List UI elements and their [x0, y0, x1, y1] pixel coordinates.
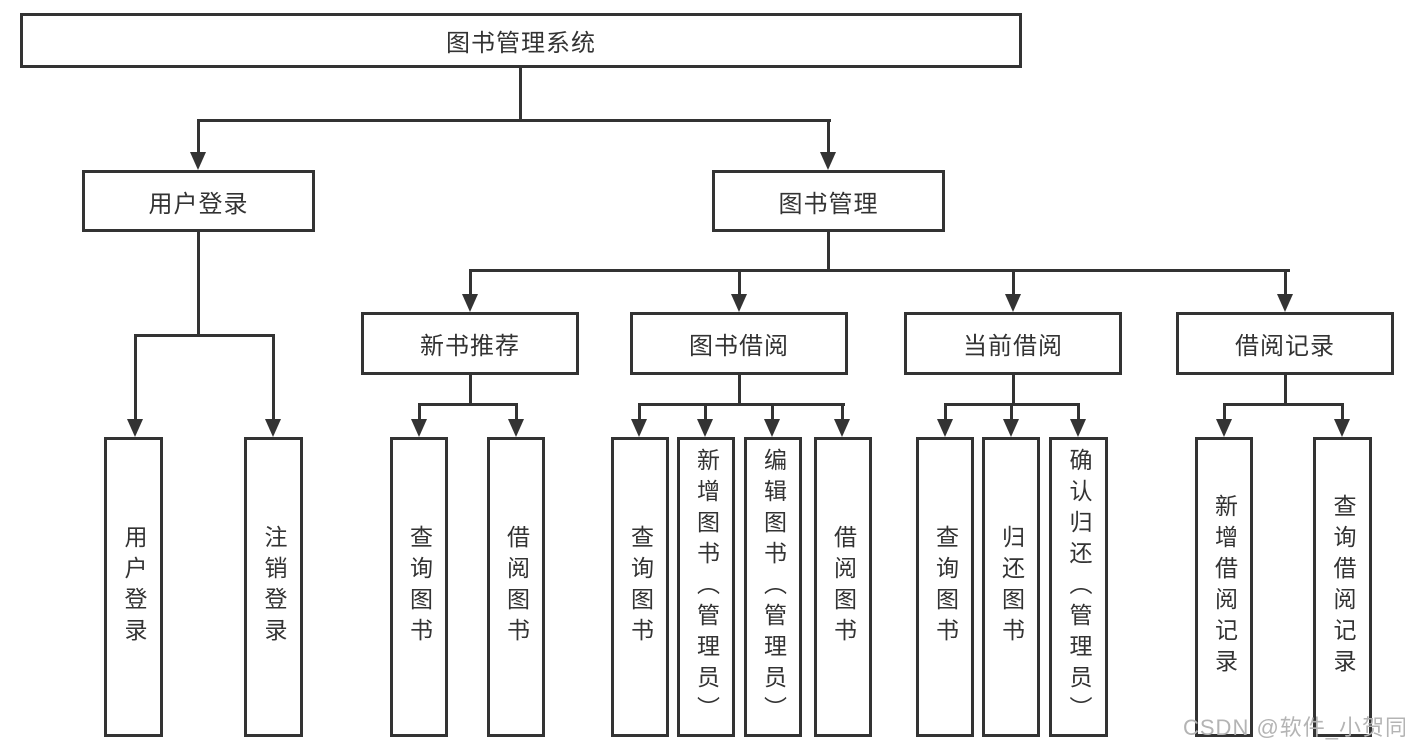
arrow-to-book-management	[820, 152, 836, 170]
leaf-bb-borrow-books: 借阅图书	[814, 437, 872, 737]
leaf-br-add-record: 新增借阅记录	[1195, 437, 1253, 737]
leaf-bb-add-books: 新增图书（管理员）	[677, 437, 735, 737]
node-book-management: 图书管理	[712, 170, 945, 232]
arrow-to-borrow-records	[1277, 294, 1293, 312]
connector-cb-stem-1	[944, 403, 947, 421]
arrow-to-user-login	[190, 152, 206, 170]
arrow-to-new-book-recommend	[462, 294, 478, 312]
connector-br-split	[1223, 403, 1344, 406]
node-user-login: 用户登录	[82, 170, 315, 232]
connector-bb-stem-1	[638, 403, 641, 421]
leaf-logout: 注销登录	[244, 437, 303, 737]
connector-book-management-split	[469, 269, 1290, 272]
connector-bb-split	[638, 403, 845, 406]
connector-bb-stem-2	[704, 403, 707, 421]
leaf-nb-query-books: 查询图书	[390, 437, 448, 737]
arrow-to-cb-confirm-return	[1070, 419, 1086, 437]
connector-to-current-borrow-stem	[1012, 269, 1015, 297]
connector-to-leaf-logout-stem	[272, 334, 275, 420]
connector-to-new-book-recommend-stem	[469, 269, 472, 297]
node-new-book-recommend: 新书推荐	[361, 312, 579, 375]
connector-br-right-stem	[1341, 403, 1344, 421]
connector-to-user-login-stem	[197, 119, 200, 155]
connector-nbr-split	[418, 403, 518, 406]
leaf-user-login: 用户登录	[104, 437, 163, 737]
connector-book-management-stem	[827, 232, 830, 272]
watermark: CSDN @软件_小贺同学	[1183, 715, 1405, 740]
connector-to-borrow-records-stem	[1284, 269, 1287, 297]
connector-nbr-stem	[469, 375, 472, 406]
connector-cb-stem	[1012, 375, 1015, 406]
connector-bb-stem-3	[771, 403, 774, 421]
leaf-cb-query-books: 查询图书	[916, 437, 974, 737]
arrow-to-nb-borrow-books	[508, 419, 524, 437]
leaf-br-query-record: 查询借阅记录	[1313, 437, 1372, 737]
leaf-nb-borrow-books: 借阅图书	[487, 437, 545, 737]
arrow-to-bb-borrow-books	[834, 419, 850, 437]
arrow-to-cb-return-books	[1003, 419, 1019, 437]
connector-nbr-right-stem	[515, 403, 518, 421]
arrow-to-bb-query-books	[631, 419, 647, 437]
connector-bb-stem	[738, 375, 741, 406]
connector-cb-stem-3	[1077, 403, 1080, 421]
connector-br-stem	[1284, 375, 1287, 406]
node-book-borrow: 图书借阅	[630, 312, 848, 375]
connector-root-split	[197, 119, 831, 122]
arrow-to-bb-edit-books	[764, 419, 780, 437]
arrow-to-br-query-record	[1334, 419, 1350, 437]
leaf-cb-confirm-return: 确认归还（管理员）	[1049, 437, 1108, 737]
node-library-management-system: 图书管理系统	[20, 13, 1022, 68]
connector-br-left-stem	[1223, 403, 1226, 421]
connector-to-leaf-user-login-stem	[134, 334, 137, 420]
connector-bb-stem-4	[841, 403, 844, 421]
node-current-borrow: 当前借阅	[904, 312, 1122, 375]
arrow-to-cb-query-books	[937, 419, 953, 437]
connector-user-login-split	[134, 334, 275, 337]
arrow-to-leaf-logout	[265, 419, 281, 437]
leaf-bb-query-books: 查询图书	[611, 437, 669, 737]
arrow-to-bb-add-books	[697, 419, 713, 437]
connector-root-stem	[519, 68, 522, 121]
connector-to-book-management-stem	[827, 119, 830, 155]
connector-cb-stem-2	[1010, 403, 1013, 421]
connector-user-login-stem	[197, 232, 200, 335]
connector-nbr-left-stem	[418, 403, 421, 421]
arrow-to-br-add-record	[1216, 419, 1232, 437]
arrow-to-current-borrow	[1005, 294, 1021, 312]
connector-to-book-borrow-stem	[738, 269, 741, 297]
leaf-bb-edit-books: 编辑图书（管理员）	[744, 437, 802, 737]
arrow-to-nb-query-books	[411, 419, 427, 437]
arrow-to-book-borrow	[731, 294, 747, 312]
node-borrow-records: 借阅记录	[1176, 312, 1394, 375]
arrow-to-leaf-user-login	[127, 419, 143, 437]
leaf-cb-return-books: 归还图书	[982, 437, 1040, 737]
